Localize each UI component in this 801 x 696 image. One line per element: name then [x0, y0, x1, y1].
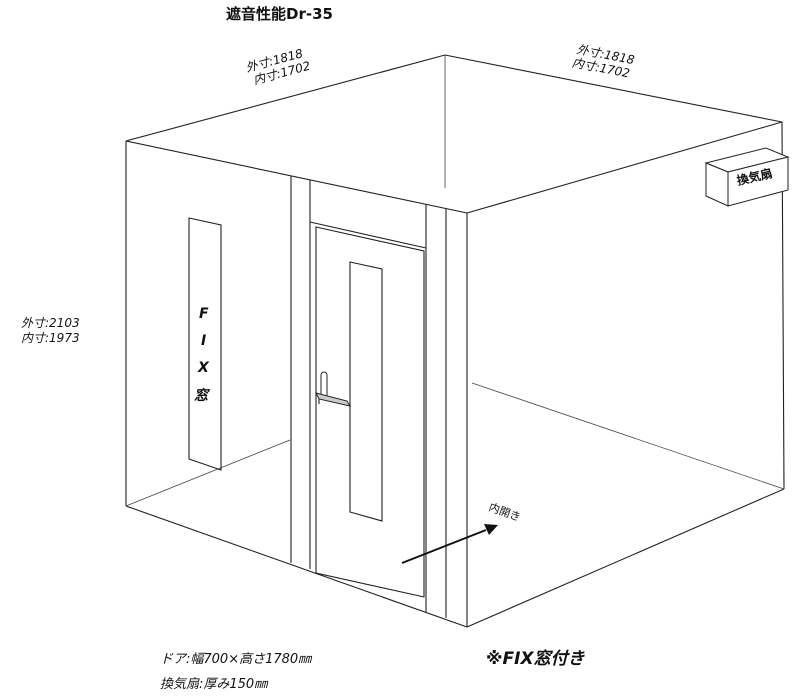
bottom-front-right-edge	[466, 488, 785, 628]
bottom-front-left-edge	[125, 505, 468, 628]
top-front-right-edge	[466, 121, 783, 214]
fix-window: F I X 窓	[188, 217, 222, 471]
door-header	[309, 221, 427, 249]
height-outer: 外寸:2103	[21, 316, 80, 330]
door-lever-handle	[315, 392, 352, 407]
fix-window-char-1: F	[199, 306, 209, 322]
door-leaf	[315, 226, 425, 598]
fan-front-face	[727, 156, 789, 207]
dimension-height: 外寸:2103 内寸:1973	[21, 316, 80, 345]
door-frame	[290, 176, 447, 618]
top-front-left-edge	[125, 140, 468, 214]
open-direction: 内開き	[401, 500, 523, 564]
fix-window-char-3: X	[197, 360, 210, 376]
floor-back-left-edge	[125, 439, 291, 507]
ventilation-fan: 換気扇	[704, 147, 790, 207]
open-direction-arrow-head	[484, 524, 498, 535]
fix-window-frame	[188, 217, 222, 471]
open-direction-label: 内開き	[487, 500, 523, 524]
diagram-title: 遮音性能Dr-35	[226, 5, 333, 23]
fan-thickness-note: 換気扇:厚み150㎜	[160, 677, 269, 692]
dimension-front-width: 外寸:1818 内寸:1702	[244, 46, 312, 87]
door-size-note: ドア:幅700×高さ1780㎜	[160, 652, 313, 667]
top-back-left-edge	[125, 54, 446, 142]
dimension-side-depth: 外寸:1818 内寸:1702	[571, 42, 636, 80]
height-inner: 内寸:1973	[21, 331, 80, 345]
floor-back-right-edge	[471, 382, 785, 490]
open-direction-arrow-line	[401, 529, 487, 564]
door-window	[349, 261, 383, 522]
top-back-right-edge	[444, 54, 783, 123]
door	[315, 226, 425, 598]
fix-window-char-2: I	[201, 333, 206, 349]
fix-window-note: ※FIX窓付き	[486, 649, 586, 669]
fix-window-char-4: 窓	[194, 387, 210, 404]
